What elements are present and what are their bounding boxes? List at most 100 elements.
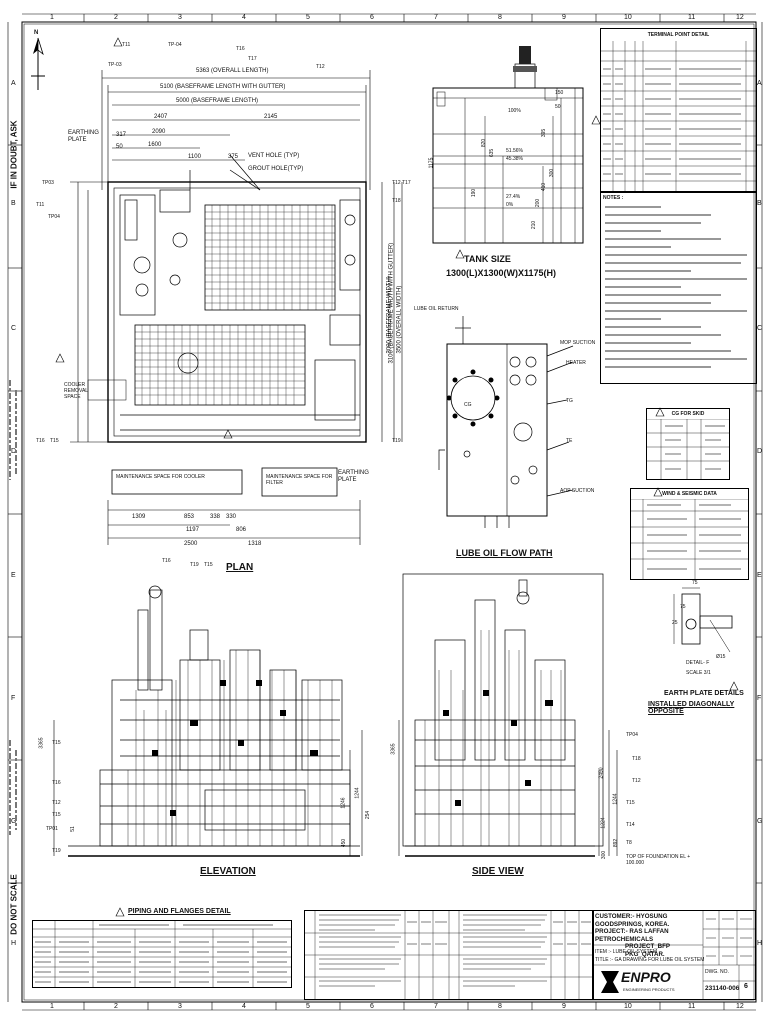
tag: T19	[392, 438, 401, 444]
side-tag: T12	[632, 778, 641, 784]
lube-oil-flow-title: LUBE OIL FLOW PATH	[456, 548, 553, 558]
company-logo-subtitle: ENGINEERING PRODUCTS	[623, 987, 675, 992]
elevation-tag: TP01	[46, 826, 58, 832]
elevation-tag: T19	[52, 848, 61, 854]
zone-letter: D	[757, 448, 763, 455]
lube-oil-return-label: LUBE OIL RETURN	[414, 306, 459, 312]
tag: TP04	[48, 214, 60, 220]
piping-title: PIPING AND FLANGES DETAIL	[128, 908, 231, 915]
zone-letter: C	[757, 325, 763, 332]
earth-dim: 75	[680, 604, 686, 610]
side-view-title: SIDE VIEW	[472, 866, 524, 877]
north-label: N	[34, 30, 39, 36]
zone-letter: B	[11, 200, 16, 207]
cg-table-grid	[647, 418, 729, 479]
confidentiality-text-lines	[9, 380, 17, 835]
title-block-text: CUSTOMER:- HYOSUNG GOODSPRINGS, KOREA. P…	[595, 913, 701, 958]
wind-seismic-title: WIND & SEISMIC DATA	[662, 491, 717, 497]
dim-1197: 1197	[186, 527, 199, 533]
zone-number: 3	[178, 14, 182, 21]
zone-number: 5	[306, 14, 310, 21]
tank-level: 100%	[508, 108, 521, 114]
dim-2500: 2500	[184, 541, 198, 547]
enpro-logo-icon	[601, 971, 619, 993]
filter-maintenance-label: MAINTENANCE SPACE FOR FILTER	[266, 474, 333, 486]
dwg-number: 231140-006	[705, 985, 740, 992]
zone-number: 7	[434, 14, 438, 21]
zone-number: 10	[624, 14, 632, 21]
north-arrow-icon	[31, 37, 45, 90]
dim-2145: 2145	[264, 114, 278, 120]
revision-number: 6	[744, 983, 748, 990]
zone-number: 1	[50, 14, 54, 21]
zone-number: 12	[736, 1003, 744, 1010]
tag: TP03	[42, 180, 54, 186]
earth-dim: Ø15	[716, 654, 726, 660]
tag: T17	[248, 56, 257, 62]
baseframe-length-dim: 5000 (BASEFRAME LENGTH)	[176, 98, 259, 104]
notes-title: NOTES :	[603, 195, 624, 201]
zone-number: 3	[178, 1003, 182, 1010]
terminal-table-title: TERMINAL POINT DETAIL	[647, 32, 710, 38]
tag: T15	[204, 562, 213, 568]
zone-letter: A	[11, 80, 16, 87]
cooler-removal-label: COOLER REMOVAL SPACE	[64, 382, 88, 400]
piping-flanges-table	[32, 920, 292, 988]
elevation-tag: T12	[52, 800, 61, 806]
vent-hole-label: VENT HOLE (TYP)	[248, 153, 300, 159]
zone-number: 11	[688, 14, 696, 21]
earth-detail-scale: SCALE 3/1	[686, 670, 711, 676]
zone-letter: B	[757, 200, 762, 207]
heater-label: HEATER	[566, 360, 586, 366]
baseframe-gutter-dim: 5100 (BASEFRAME LENGTH WITH GUTTER)	[160, 84, 286, 90]
side-tag: T8	[626, 840, 632, 846]
zone-letter: H	[757, 940, 763, 947]
plan-view-drawing	[70, 70, 403, 545]
earth-plate-title: EARTH PLATE DETAILS	[664, 690, 744, 697]
zone-number: 8	[498, 1003, 502, 1010]
tag: T16	[36, 438, 45, 444]
revision-table	[304, 910, 594, 1000]
tag: T18	[392, 198, 401, 204]
cg-table: CG FOR SKID	[646, 408, 730, 480]
zone-number: 9	[562, 14, 566, 21]
dim-1309: 1309	[132, 514, 146, 520]
zone-letter: F	[11, 695, 16, 702]
tank-level: 0%	[506, 202, 514, 208]
revision-table-grid	[305, 911, 593, 999]
zone-number: 9	[562, 1003, 566, 1010]
doc-title-line: TITLE :- GA DRAWING FOR LUBE OIL SYSTEM	[595, 957, 705, 963]
dim-853: 853	[184, 514, 195, 520]
tag: T12	[316, 64, 325, 70]
zone-letter: F	[757, 695, 762, 702]
zone-letter: G	[11, 818, 17, 825]
dim-330: 330	[226, 514, 237, 520]
zone-number: 6	[370, 14, 374, 21]
side-tag: T14	[626, 822, 635, 828]
wind-seismic-table: WIND & SEISMIC DATA	[630, 488, 749, 580]
dwg-number-label: DWG. NO.	[705, 969, 729, 975]
earth-dim: 25	[672, 620, 678, 626]
zone-number: 2	[114, 1003, 118, 1010]
zone-letter: C	[11, 325, 17, 332]
zone-letter: E	[11, 572, 16, 579]
earth-plate-detail-drawing	[673, 587, 733, 653]
side-tag: T15	[626, 800, 635, 806]
tag: T16	[162, 558, 171, 564]
elevation-title: ELEVATION	[200, 866, 256, 877]
piping-table-grid	[33, 921, 291, 987]
elevation-tag: T15	[52, 812, 61, 818]
foundation-label: TOP OF FOUNDATION EL + 100.000	[626, 854, 691, 866]
zone-number: 1	[50, 1003, 54, 1010]
side-tag: TP04	[626, 732, 638, 738]
zone-number: 8	[498, 14, 502, 21]
earthing-plate-label: EARTHING PLATE	[338, 470, 369, 483]
tag: T19	[190, 562, 199, 568]
aop-suction-label: AOP SUCTION	[560, 488, 595, 494]
tag: TP-03	[108, 62, 122, 68]
zone-number: 2	[114, 14, 118, 21]
tag: T16	[236, 46, 245, 52]
title-block-grid	[593, 911, 755, 999]
grout-hole-label: GROUT HOLE(TYP)	[248, 166, 304, 172]
